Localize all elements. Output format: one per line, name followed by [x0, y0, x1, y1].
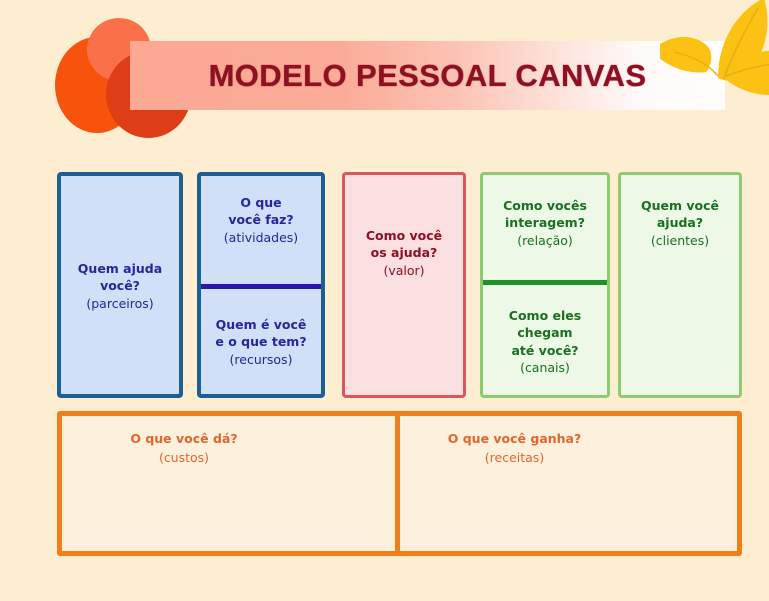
- canais-keyword: (canais): [520, 359, 570, 375]
- canvas-block-custos-text: O que você dá? (custos): [84, 430, 284, 468]
- canvas-block-canais-text: Como eles chegam até você? (canais): [483, 307, 607, 376]
- title-band: [130, 41, 725, 110]
- page-title: MODELO PESSOAL CANVAS: [208, 57, 647, 93]
- receitas-keyword: (receitas): [484, 449, 545, 465]
- custos-question: O que você dá?: [130, 431, 238, 446]
- leaf-decoration-icon: [651, 0, 769, 124]
- valor-keyword: (valor): [383, 262, 425, 278]
- canvas-block-clientes[interactable]: Quem você ajuda? (clientes): [618, 172, 742, 398]
- canvas-block-valor[interactable]: Como você os ajuda? (valor): [342, 172, 466, 398]
- parceiros-question-line2: você?: [100, 278, 140, 294]
- atividades-keyword: (atividades): [223, 229, 299, 245]
- canvas-block-bottom-band[interactable]: O que você dá? (custos) O que você ganha…: [57, 411, 742, 556]
- divider-orange: [395, 416, 400, 551]
- canais-question-line3: até você?: [511, 342, 579, 358]
- recursos-question-line2: e o que tem?: [215, 334, 307, 350]
- canvas-block-clientes-text: Quem você ajuda? (clientes): [621, 197, 739, 249]
- canvas-block-receitas-text: O que você ganha? (receitas): [407, 430, 622, 468]
- receitas-question: O que você ganha?: [447, 431, 582, 446]
- valor-question-line2: os ajuda?: [370, 245, 438, 261]
- recursos-question-line1: Quem é você: [215, 317, 307, 332]
- parceiros-keyword: (parceiros): [86, 295, 154, 311]
- clientes-question-line1: Quem você: [640, 198, 719, 213]
- custos-keyword: (custos): [158, 449, 210, 465]
- canvas-block-atividades-recursos[interactable]: O que você faz? (atividades) Quem é você…: [197, 172, 325, 398]
- recursos-keyword: (recursos): [229, 351, 293, 367]
- canvas-block-relacao-canais[interactable]: Como vocês interagem? (relação) Como ele…: [480, 172, 610, 398]
- canvas-block-parceiros-text: Quem ajuda você? (parceiros): [61, 260, 179, 312]
- clientes-question-line2: ajuda?: [656, 215, 704, 231]
- canvas-block-recursos-text: Quem é você e o que tem? (recursos): [201, 316, 321, 368]
- canvas-block-atividades-text: O que você faz? (atividades): [201, 194, 321, 246]
- canvas-block-parceiros[interactable]: Quem ajuda você? (parceiros): [57, 172, 183, 398]
- divider-blue: [201, 284, 321, 289]
- clientes-keyword: (clientes): [650, 232, 710, 248]
- parceiros-question-line1: Quem ajuda: [77, 261, 163, 276]
- canvas-block-relacao-text: Como vocês interagem? (relação): [483, 197, 607, 249]
- canvas-block-valor-text: Como você os ajuda? (valor): [345, 227, 463, 279]
- relacao-question-line1: Como vocês: [503, 198, 587, 213]
- relacao-question-line2: interagem?: [505, 215, 585, 231]
- relacao-keyword: (relação): [517, 232, 573, 248]
- divider-green: [483, 280, 607, 285]
- atividades-question-line2: você faz?: [228, 212, 294, 228]
- canais-question-line1: Como eles: [508, 308, 582, 323]
- canais-question-line2: chegam: [517, 325, 573, 341]
- atividades-question-line1: O que: [240, 195, 282, 210]
- valor-question-line1: Como você: [365, 228, 443, 243]
